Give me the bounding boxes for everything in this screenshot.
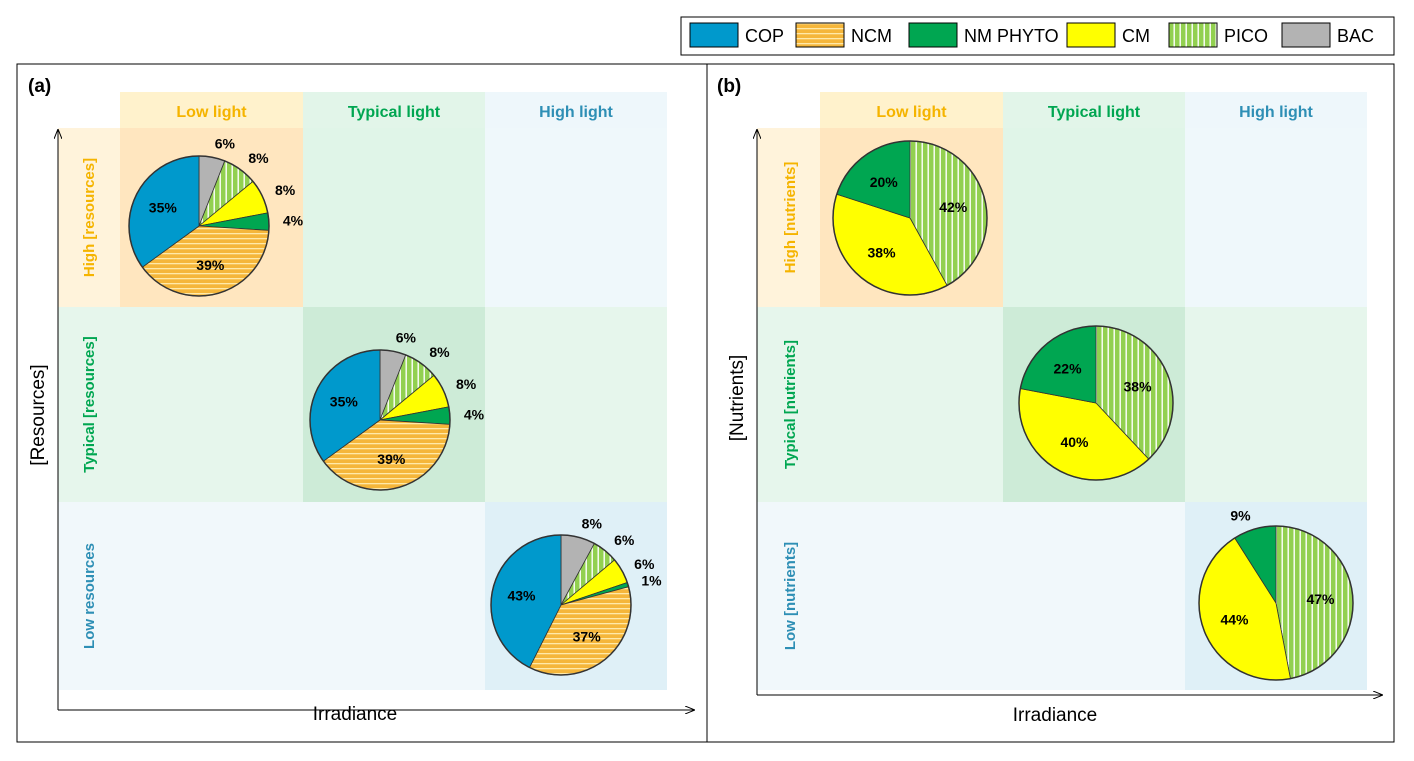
panel-b-row-label-2: Low [nutrients] [782,542,799,650]
panel-b-letter: (b) [717,76,741,97]
panel-a-row-label-0: High [resources] [81,158,98,277]
legend-swatch-cop [689,22,739,48]
panel-a-pie-0-label-cm: 8% [275,182,296,198]
legend-label-nmphyto: NM PHYTO [964,26,1059,46]
legend: COP NCM NM PHYTO CM PICO BAC [680,16,1395,56]
panel-a-pie-1-label-ncm: 39% [377,451,406,467]
panel-b-pie-2-label-cm: 44% [1220,611,1249,627]
panel-b-pie-1: 38% 40% 22% [1018,325,1174,481]
panel-a-pie-0: 6% 8% 8% 4% 39% 35% [128,135,304,297]
panel-a-col-band-1 [303,128,485,307]
panel-a-pie-2-label-ncm: 37% [573,628,602,644]
panel-b-pie-2-outline [1198,525,1354,681]
panel-b-pies: 42% 38% 20% 38% 40% 22% 47% 44% 9% [832,140,1354,681]
panel-b-col-header-bg-0 [820,92,1003,128]
panel-b-col-header-typical-light: Typical light [1048,104,1141,121]
panel-a-x-title: Irradiance [313,704,398,725]
legend-swatch-bac [1281,22,1331,48]
panel-b-col-header-bg-2 [1185,92,1367,128]
panel-a-column-headers: Low light Typical light High light [176,104,613,121]
legend-label-bac: BAC [1337,26,1374,46]
panel-a-pie-1-label-pico: 8% [429,344,450,360]
panel-b-x-title: Irradiance [1013,705,1098,726]
panel-b-pie-1-label-cm: 40% [1060,434,1089,450]
panel-a-y-title: [Resources] [28,364,49,465]
legend-swatch-ncm [795,22,845,48]
panel-a-row-label-bg-0 [58,128,120,307]
panel-a-col-header-low-light: Low light [176,104,247,121]
panel-a-pie-1: 6% 8% 8% 4% 39% 35% [309,329,485,491]
panel-b-col-band-2 [1185,128,1367,307]
panel-b-pie-1-label-pico: 38% [1124,379,1153,395]
panel-a-row-label-1: Typical [resources] [81,336,98,472]
panel-b-row-label-0: High [nutrients] [782,162,799,274]
panel-a-pie-2-label-pico: 6% [614,532,635,548]
panel-b-pie-1-label-nmphyto: 22% [1054,361,1083,377]
panel-a-col-header-typical-light: Typical light [348,104,441,121]
panel-a-letter: (a) [28,76,51,97]
panel-a-pie-2-outline [490,534,632,676]
panel-a-pie-1-label-cm: 8% [456,376,477,392]
panel-b-column-headers: Low light Typical light High light [876,104,1313,121]
panel-b-row-label-bg-0 [757,128,820,307]
panel-b-y-title: [Nutrients] [727,355,748,442]
panel-b-col-header-bg-1 [1003,92,1185,128]
panel-a-row-label-2: Low resources [81,543,98,649]
panel-b-col-header-high-light: High light [1239,104,1313,121]
panel-b-pie-1-outline [1018,325,1174,481]
legend-label-cm: CM [1122,26,1150,46]
legend-label-ncm: NCM [851,26,892,46]
panel-a-pie-0-label-bac: 6% [215,135,236,151]
panel-a-pie-2: 8%6%6%1%37%43% [490,516,662,676]
panel-b-pie-2-label-pico: 47% [1306,591,1335,607]
panel-a-pie-2-label-nmphyto: 1% [641,573,662,589]
panel-b-pie-0-outline [832,140,988,296]
panel-a-pie-1-label-bac: 6% [396,329,417,345]
panel-b-pie-0-label-cm: 38% [868,244,897,260]
legend-swatch-pico [1168,22,1218,48]
panel-b-col-band-1 [1003,128,1185,307]
panel-a-col-header-bg-0 [120,92,303,128]
panel-a-col-band-2 [485,128,667,307]
legend-label-pico: PICO [1224,26,1268,46]
legend-label-cop: COP [745,26,784,46]
panel-a-pie-0-outline [128,155,270,297]
panel-a-pie-0-label-pico: 8% [248,150,269,166]
legend-swatch-cm [1066,22,1116,48]
panel-a-pie-0-label-ncm: 39% [196,257,225,273]
panel-b-pie-2-label-nmphyto: 9% [1230,508,1251,524]
panel-a-pie-0-label-cop: 35% [149,200,178,216]
panel-a-pie-2-label-cop: 43% [507,588,536,604]
panel-b-pie-0-label-nmphyto: 20% [870,174,899,190]
panel-a-pie-2-label-cm: 6% [634,556,655,572]
panel-a-row-labels: High [resources] Typical [resources] Low r… [81,158,98,649]
panel-b-col-header-low-light: Low light [876,104,947,121]
panel-a-pie-0-label-nmphyto: 4% [283,213,304,229]
panel-a-pie-1-label-cop: 35% [330,394,359,410]
panel-b-pie-0: 42% 38% 20% [832,140,988,296]
panel-a-col-header-bg-1 [303,92,485,128]
panel-b-row-labels: High [nutrients] Typical [nutrients] Low [… [782,162,799,650]
panel-a-col-header-high-light: High light [539,104,613,121]
panel-a-pie-1-outline [309,349,451,491]
panel-b-pie-0-label-pico: 42% [939,199,968,215]
panel-a-pie-1-label-nmphyto: 4% [464,407,485,423]
panel-b-pie-2: 47% 44% 9% [1198,508,1354,681]
panel-a-pie-2-label-bac: 8% [582,516,603,532]
panel-a-col-header-bg-2 [485,92,667,128]
panel-a-pies: 6%8%8%4%39%35%6%8%8%4%39%35%8%6%6%1%37%4… [128,135,662,676]
legend-swatch-nmphyto [908,22,958,48]
panel-b-row-label-1: Typical [nutrients] [782,340,799,469]
